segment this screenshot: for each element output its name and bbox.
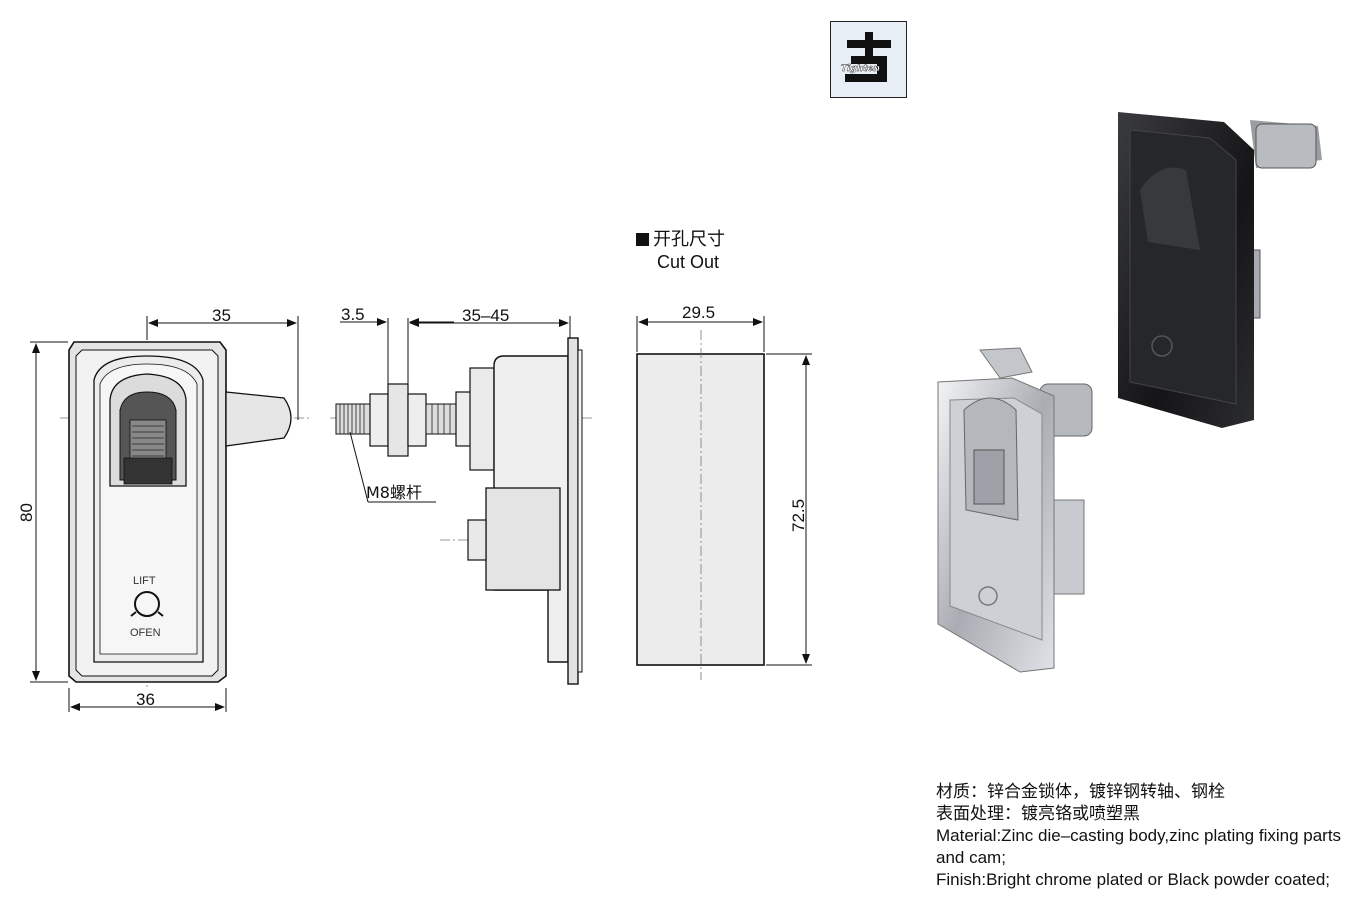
brand-logo: Tighten bbox=[830, 21, 907, 98]
front-dimensions bbox=[30, 316, 299, 712]
spec-material-cn: 材质：锌合金锁体，镀锌钢转轴、钢栓 bbox=[936, 782, 1225, 802]
front-view bbox=[60, 330, 310, 690]
black-lock-photo bbox=[1118, 112, 1322, 428]
bullet-square-icon bbox=[636, 233, 649, 246]
brand-logo-text: Tighten bbox=[841, 64, 880, 74]
brand-logo-icon: Tighten bbox=[841, 32, 891, 82]
lift-label: LIFT bbox=[133, 575, 156, 587]
spec-notes: 材质：锌合金锁体，镀锌钢转轴、钢栓 表面处理：镀亮铬或喷塑黑 Material:… bbox=[936, 781, 1346, 891]
chrome-lock-photo bbox=[937, 347, 1093, 673]
cutout-view bbox=[636, 316, 812, 680]
side-view bbox=[330, 337, 592, 685]
open-label: OFEN bbox=[130, 627, 161, 639]
side-dimensions bbox=[340, 316, 571, 503]
dim-height-80: 80 bbox=[17, 503, 36, 522]
cutout-title-cn: 开孔尺寸 bbox=[653, 229, 725, 250]
cutout-title-en: Cut Out bbox=[657, 252, 720, 272]
dim-3-5: 3.5 bbox=[341, 305, 365, 324]
spec-finish-en: Finish:Bright chrome plated or Black pow… bbox=[936, 870, 1331, 889]
dim-width-36: 36 bbox=[136, 690, 155, 709]
dim-35-45: 35–45 bbox=[462, 306, 509, 325]
dim-offset-35: 35 bbox=[212, 306, 231, 325]
cutout-width: 29.5 bbox=[682, 303, 715, 322]
cutout-heading: 开孔尺寸 Cut Out bbox=[636, 228, 725, 274]
spec-material-en: Material:Zinc die–casting body,zinc plat… bbox=[936, 826, 1346, 867]
cutout-height: 72.5 bbox=[789, 499, 808, 532]
spec-finish-cn: 表面处理：镀亮铬或喷塑黑 bbox=[936, 804, 1140, 824]
bolt-label: M8螺杆 bbox=[366, 483, 422, 502]
